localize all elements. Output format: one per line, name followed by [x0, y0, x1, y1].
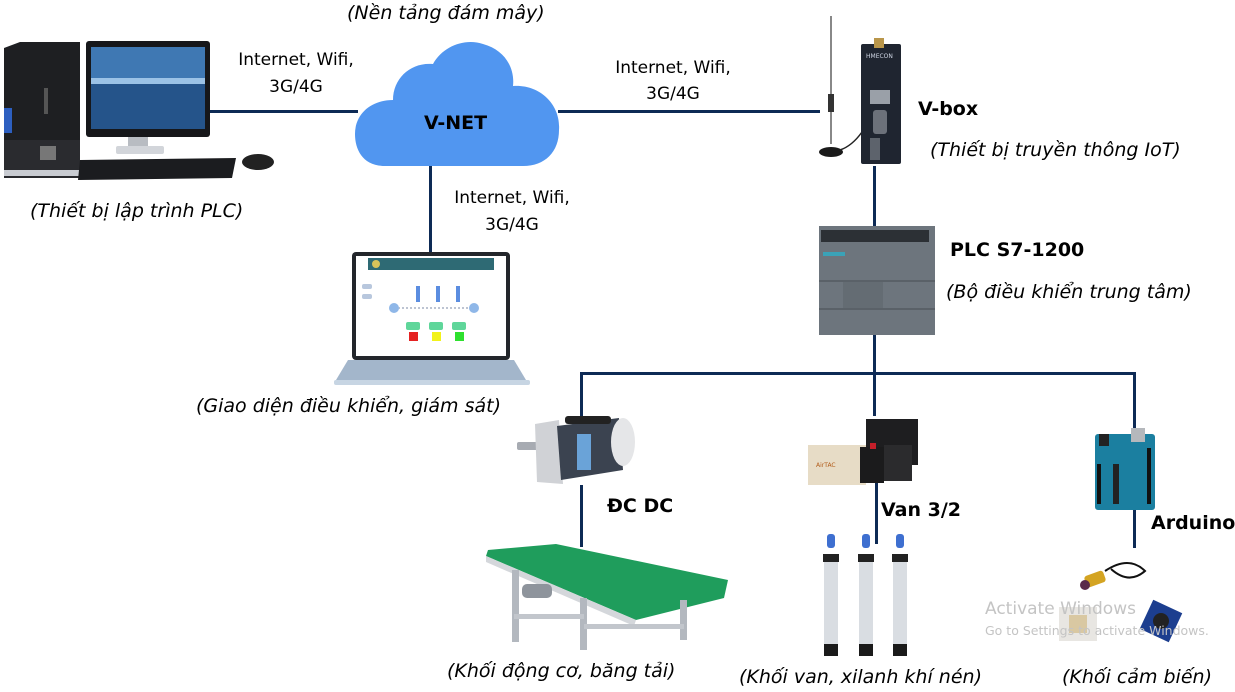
- arduino-label: Arduino: [1151, 512, 1235, 534]
- plc-caption: (Bộ điều khiển trung tâm): [946, 281, 1192, 303]
- bus-drop-motor: [580, 372, 583, 416]
- activate-windows-subtitle: Go to Settings to activate Windows.: [985, 623, 1209, 638]
- laptop-hmi-icon: [334, 252, 530, 385]
- link-label-line2: 3G/4G: [646, 84, 700, 104]
- bus-drop-arduino: [1133, 372, 1136, 430]
- link-label-pc-cloud: Internet, Wifi, 3G/4G: [226, 49, 366, 98]
- pneumatic-cylinders-icon: [823, 534, 908, 656]
- svg-text:HMECON: HMECON: [866, 53, 893, 60]
- motor-label: ĐC DC: [607, 495, 674, 517]
- link-label-line1: Internet, Wifi,: [454, 188, 570, 208]
- activate-windows-title: Activate Windows: [985, 599, 1136, 619]
- link-cloud-laptop: [429, 166, 432, 252]
- vbox-caption: (Thiết bị truyền thông IoT): [930, 139, 1181, 161]
- motor-caption: (Khối động cơ, băng tải): [447, 660, 676, 682]
- cylinder-1: [823, 534, 839, 656]
- link-label-line1: Internet, Wifi,: [615, 58, 731, 78]
- arduino-board-icon: [1095, 428, 1155, 510]
- sensors-icon: [1059, 562, 1183, 643]
- link-label-line2: 3G/4G: [269, 77, 323, 97]
- vbox-label: V-box: [918, 98, 979, 120]
- cloud-icon: [355, 42, 560, 166]
- link-valve-cylinders: [875, 482, 878, 544]
- solenoid-valve-icon: AirTAC: [808, 419, 918, 485]
- link-label-cloud-laptop: Internet, Wifi, 3G/4G: [442, 187, 582, 236]
- color-sensor-module-icon: [1139, 599, 1183, 643]
- photoelectric-sensor-icon: [1080, 562, 1147, 590]
- valve-label: Van 3/2: [881, 499, 962, 521]
- svg-text:AirTAC: AirTAC: [816, 462, 836, 469]
- valve-caption: (Khối van, xilanh khí nén): [739, 666, 982, 688]
- link-label-cloud-vbox: Internet, Wifi, 3G/4G: [603, 57, 743, 105]
- desktop-computer-icon: [4, 41, 274, 180]
- link-label-line2: 3G/4G: [485, 215, 539, 235]
- color-sensor-chip-icon: [1059, 607, 1097, 641]
- conveyor-belt-icon: [486, 544, 728, 650]
- arduino-caption: (Khối cảm biến): [1062, 666, 1212, 688]
- bus-horizontal: [580, 372, 1136, 375]
- cylinder-2: [858, 534, 874, 656]
- plc-label: PLC S7-1200: [950, 239, 1085, 261]
- cloud-label: V-NET: [424, 112, 488, 134]
- link-cloud-vbox: [558, 110, 820, 113]
- link-label-line1: Internet, Wifi,: [238, 50, 354, 70]
- iot-gateway-icon: HMECON: [819, 16, 901, 164]
- cylinder-3: [892, 534, 908, 656]
- link-plc-bus: [873, 334, 876, 416]
- dc-motor-icon: [517, 416, 635, 484]
- link-vbox-plc: [873, 166, 876, 226]
- link-arduino-sensors: [1133, 510, 1136, 548]
- link-motor-conveyor: [580, 485, 583, 547]
- cloud-title: (Nền tảng đám mây): [347, 2, 545, 24]
- laptop-caption: (Giao diện điều khiển, giám sát): [196, 395, 502, 417]
- plc-icon: [819, 226, 935, 335]
- link-pc-cloud: [210, 110, 358, 113]
- pc-caption: (Thiết bị lập trình PLC): [30, 200, 244, 222]
